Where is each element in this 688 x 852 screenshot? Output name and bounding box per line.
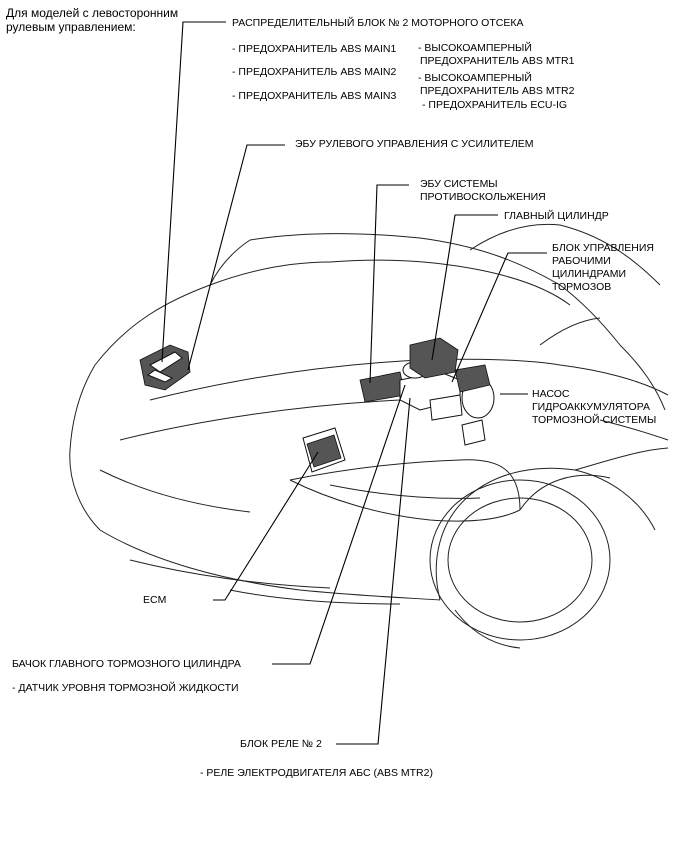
label-skid-ecu-line2: ПРОТИВОСКОЛЬЖЕНИЯ (420, 191, 546, 203)
label-hfuse-mtr2-line2: ПРЕДОХРАНИТЕЛЬ ABS MTR2 (420, 85, 575, 97)
label-fuse-abs-main2: - ПРЕДОХРАНИТЕЛЬ ABS MAIN2 (232, 66, 397, 78)
label-actuator-line4: ТОРМОЗОВ (552, 281, 612, 293)
label-actuator-line1: БЛОК УПРАВЛЕНИЯ (552, 242, 654, 254)
label-relay-block-engine: РАСПРЕДЕЛИТЕЛЬНЫЙ БЛОК № 2 МОТОРНОГО ОТС… (232, 17, 524, 29)
label-ecm: ECM (143, 594, 167, 606)
label-relay-block2: БЛОК РЕЛЕ № 2 (240, 738, 322, 750)
label-master-cylinder: ГЛАВНЫЙ ЦИЛИНДР (504, 210, 609, 222)
label-reservoir: БАЧОК ГЛАВНОГО ТОРМОЗНОГО ЦИЛИНДРА (12, 658, 241, 670)
label-abs-motor-relay: - РЕЛЕ ЭЛЕКТРОДВИГАТЕЛЯ АБС (ABS MTR2) (200, 767, 433, 779)
header-line2: рулевым управлением: (6, 20, 136, 34)
leader-lines (161, 21, 547, 745)
label-actuator-line2: РАБОЧИМИ (552, 255, 611, 267)
label-pump-line2: ГИДРОАККУМУЛЯТОРА (532, 401, 651, 413)
car-outline (69, 223, 669, 649)
eps-ecu-component (139, 344, 191, 391)
label-hfuse-mtr2-line1: - ВЫСОКОАМПЕРНЫЙ (418, 72, 532, 84)
header-line1: Для моделей с левосторонним (6, 6, 179, 20)
label-level-sensor: - ДАТЧИК УРОВНЯ ТОРМОЗНОЙ ЖИДКОСТИ (12, 682, 239, 694)
label-pump-line1: НАСОС (532, 388, 570, 400)
label-hfuse-mtr1-line2: ПРЕДОХРАНИТЕЛЬ ABS MTR1 (420, 55, 575, 67)
label-skid-ecu-line1: ЭБУ СИСТЕМЫ (420, 178, 498, 190)
label-hfuse-mtr1-line1: - ВЫСОКОАМПЕРНЫЙ (418, 42, 532, 54)
abs-assembly-component (359, 337, 495, 446)
label-eps-ecu: ЭБУ РУЛЕВОГО УПРАВЛЕНИЯ С УСИЛИТЕЛЕМ (295, 138, 534, 150)
label-pump-line3: ТОРМОЗНОЙ СИСТЕМЫ (532, 414, 657, 426)
label-fuse-abs-main1: - ПРЕДОХРАНИТЕЛЬ ABS MAIN1 (232, 43, 397, 55)
label-fuse-abs-main3: - ПРЕДОХРАНИТЕЛЬ ABS MAIN3 (232, 90, 397, 102)
label-fuse-ecu-ig: - ПРЕДОХРАНИТЕЛЬ ECU-IG (422, 99, 568, 111)
label-actuator-line3: ЦИЛИНДРАМИ (552, 268, 627, 280)
ecm-component (302, 427, 346, 473)
